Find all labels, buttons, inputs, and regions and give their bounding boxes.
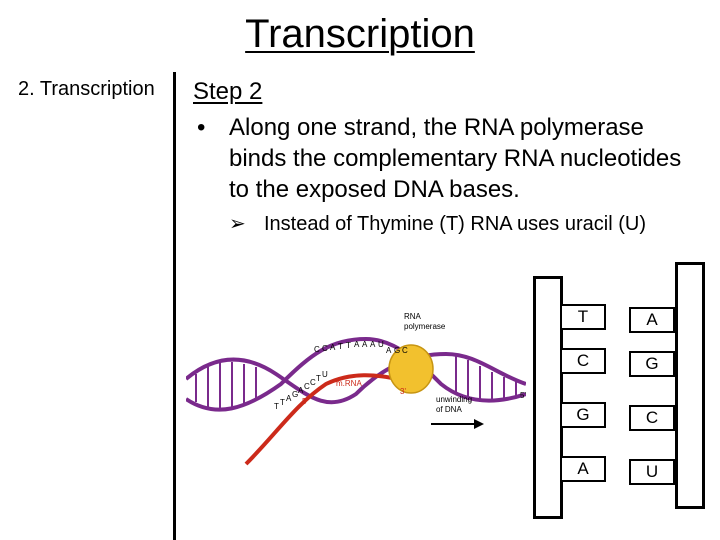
upper-base-letter: C: [314, 345, 320, 354]
upper-base-letter: A: [370, 340, 376, 349]
dna-base-0: T: [560, 304, 606, 330]
upper-base-letter: T: [346, 341, 351, 350]
unwinding-label-2: of DNA: [436, 405, 462, 414]
bullet-icon: •: [197, 114, 206, 141]
rna-base-3: U: [629, 459, 675, 485]
dna-base-1: C: [560, 348, 606, 374]
vertical-divider: [173, 72, 176, 540]
upper-base-letter: C: [402, 346, 408, 355]
lower-base-letter: C: [310, 378, 316, 387]
dna-strand-upper: [186, 351, 526, 405]
title-text: Transcription: [245, 12, 475, 56]
unwinding-label-1: unwinding: [436, 395, 472, 404]
dna-rungs: [195, 356, 517, 410]
rna-base-1: G: [629, 351, 675, 377]
upper-base-letter: U: [378, 340, 384, 349]
upper-base-letter: C: [322, 344, 328, 353]
lower-base-letter: A: [298, 386, 304, 395]
rna-base-0: A: [629, 307, 675, 333]
step-heading: Step 2: [193, 78, 263, 105]
lower-base-letter: T: [316, 374, 321, 383]
dna-base-2: G: [560, 402, 606, 428]
lower-base-letter: A: [286, 394, 292, 403]
five-prime-left-label: 5': [302, 397, 308, 406]
mrna-strand: [244, 373, 402, 466]
upper-base-letter: T: [338, 342, 343, 351]
section-label: 2. Transcription: [18, 78, 155, 100]
upper-base-letter: A: [386, 346, 392, 355]
polymerase-label-2: polymerase: [404, 322, 446, 331]
five-prime-right-label: 5': [520, 391, 526, 400]
bullet-text: Along one strand, the RNA polymerase bin…: [229, 114, 682, 203]
dna-strand-bar: [533, 276, 563, 519]
lower-base-letter: U: [322, 370, 328, 379]
rna-strand-bar: [675, 262, 705, 509]
lower-base-letter: T: [280, 398, 285, 407]
slide-title: Transcription: [0, 8, 720, 60]
transcription-diagram: RNA polymerase m.RNA unwinding of DNA 3'…: [186, 312, 526, 466]
dna-base-3: A: [560, 456, 606, 482]
rna-polymerase-shape: [388, 344, 434, 394]
arrow-head-icon: [474, 419, 484, 429]
lower-base-letter: T: [274, 402, 279, 411]
rna-base-2: C: [629, 405, 675, 431]
polymerase-label-1: RNA: [404, 312, 422, 321]
lower-base-letter: C: [304, 382, 310, 391]
upper-base-letter: G: [394, 346, 400, 355]
upper-base-letter: A: [330, 343, 336, 352]
arrow-bullet-icon: ➢: [229, 213, 246, 235]
three-prime-label: 3': [400, 387, 406, 396]
mrna-label: m.RNA: [336, 379, 362, 388]
sub-point-text: Instead of Thymine (T) RNA uses uracil (…: [264, 213, 646, 235]
upper-base-letter: A: [362, 340, 368, 349]
lower-base-letter: G: [292, 390, 298, 399]
upper-base-letter: A: [354, 340, 360, 349]
dna-strand-lower: [186, 336, 526, 412]
